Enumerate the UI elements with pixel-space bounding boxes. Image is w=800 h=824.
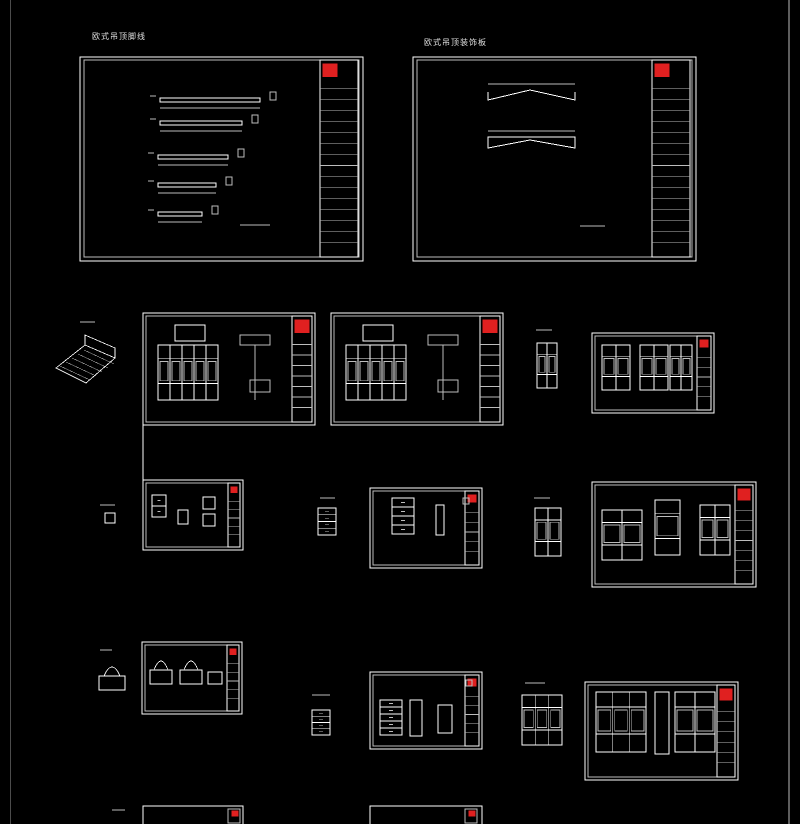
sheet-bed-1-title-block bbox=[291, 315, 313, 423]
sheet-ceiling-board-title-block bbox=[651, 59, 691, 258]
bed-1-plan bbox=[157, 344, 219, 401]
sheet-bed-2-inner bbox=[333, 315, 501, 423]
sheet-bed-2-title-block bbox=[479, 315, 501, 423]
sheet-nightstand-title-block bbox=[227, 482, 241, 548]
sheet-ceiling-moulding-logo-mark bbox=[322, 63, 338, 78]
sheet-row4-2 bbox=[369, 805, 483, 824]
sheet-bed-1-logo-mark bbox=[294, 319, 310, 334]
sheet-ceiling-board-logo-mark bbox=[654, 63, 670, 78]
sheet-wardrobe-1-logo-mark bbox=[699, 339, 709, 348]
sheet-wardrobe-1 bbox=[591, 332, 715, 414]
sheet-dresser bbox=[141, 641, 243, 715]
sheet-ceiling-moulding bbox=[79, 56, 364, 262]
sheet-nightstand-inner bbox=[145, 482, 241, 548]
sheet-bed-1 bbox=[142, 312, 316, 426]
sheet-wardrobe-3-title-block bbox=[716, 684, 736, 778]
sheet-title-left: 欧式吊顶脚线 bbox=[92, 32, 146, 41]
ceiling-board-profile-2 bbox=[487, 136, 576, 149]
sheet-ceiling-board bbox=[412, 56, 697, 262]
sheet-wardrobe-3-logo-mark bbox=[719, 688, 733, 701]
sheet-title-right: 欧式吊顶装饰板 bbox=[424, 38, 487, 47]
sheet-bed-1-inner bbox=[145, 315, 313, 423]
bed-1-elevation bbox=[174, 324, 206, 342]
ceiling-board-profile-1 bbox=[487, 89, 576, 101]
sheet-chest-2-title-block bbox=[464, 674, 480, 747]
sheet-chest-1-title-block bbox=[464, 490, 480, 566]
sheet-chest-1-logo-mark bbox=[467, 494, 477, 503]
sheet-chest-1 bbox=[369, 487, 483, 569]
wardrobe-2-side bbox=[654, 499, 681, 556]
sheet-wardrobe-3 bbox=[584, 681, 739, 781]
sheet-row4-1 bbox=[142, 805, 244, 824]
sheet-wardrobe-2-title-block bbox=[734, 484, 754, 585]
sheet-dresser-title-block bbox=[226, 644, 240, 712]
wardrobe-3-front bbox=[595, 691, 647, 753]
sheet-nightstand bbox=[142, 479, 244, 551]
sheet-ceiling-moulding-inner bbox=[83, 59, 360, 258]
bed-2-elevation bbox=[362, 324, 394, 342]
sheet-bed-2 bbox=[330, 312, 504, 426]
sheet-nightstand-logo-mark bbox=[230, 486, 238, 493]
sheet-chest-2 bbox=[369, 671, 483, 750]
wardrobe-icon-3 bbox=[521, 694, 563, 746]
sheet-wardrobe-1-title-block bbox=[696, 335, 712, 411]
moulding-profile-2 bbox=[159, 120, 243, 126]
moulding-profile-1 bbox=[159, 97, 261, 103]
sheet-dresser-logo-mark bbox=[229, 648, 237, 655]
bed-2-plan bbox=[345, 344, 407, 401]
sheet-wardrobe-2-logo-mark bbox=[737, 488, 751, 501]
sheet-ceiling-board-inner bbox=[416, 59, 693, 258]
sheet-ceiling-moulding-title-block bbox=[319, 59, 359, 258]
moulding-profile-4 bbox=[157, 182, 217, 188]
moulding-profile-5 bbox=[157, 211, 203, 217]
moulding-profile-3 bbox=[157, 154, 229, 160]
sheet-wardrobe-1-inner bbox=[594, 335, 712, 411]
nightstand-icon bbox=[104, 512, 116, 524]
dresser-icon bbox=[98, 675, 126, 691]
chest-2-front bbox=[379, 699, 403, 736]
dresser-front bbox=[149, 669, 173, 685]
sheet-dresser-inner bbox=[144, 644, 240, 712]
sheet-bed-2-logo-mark bbox=[482, 319, 498, 334]
sheet-wardrobe-2 bbox=[591, 481, 757, 588]
